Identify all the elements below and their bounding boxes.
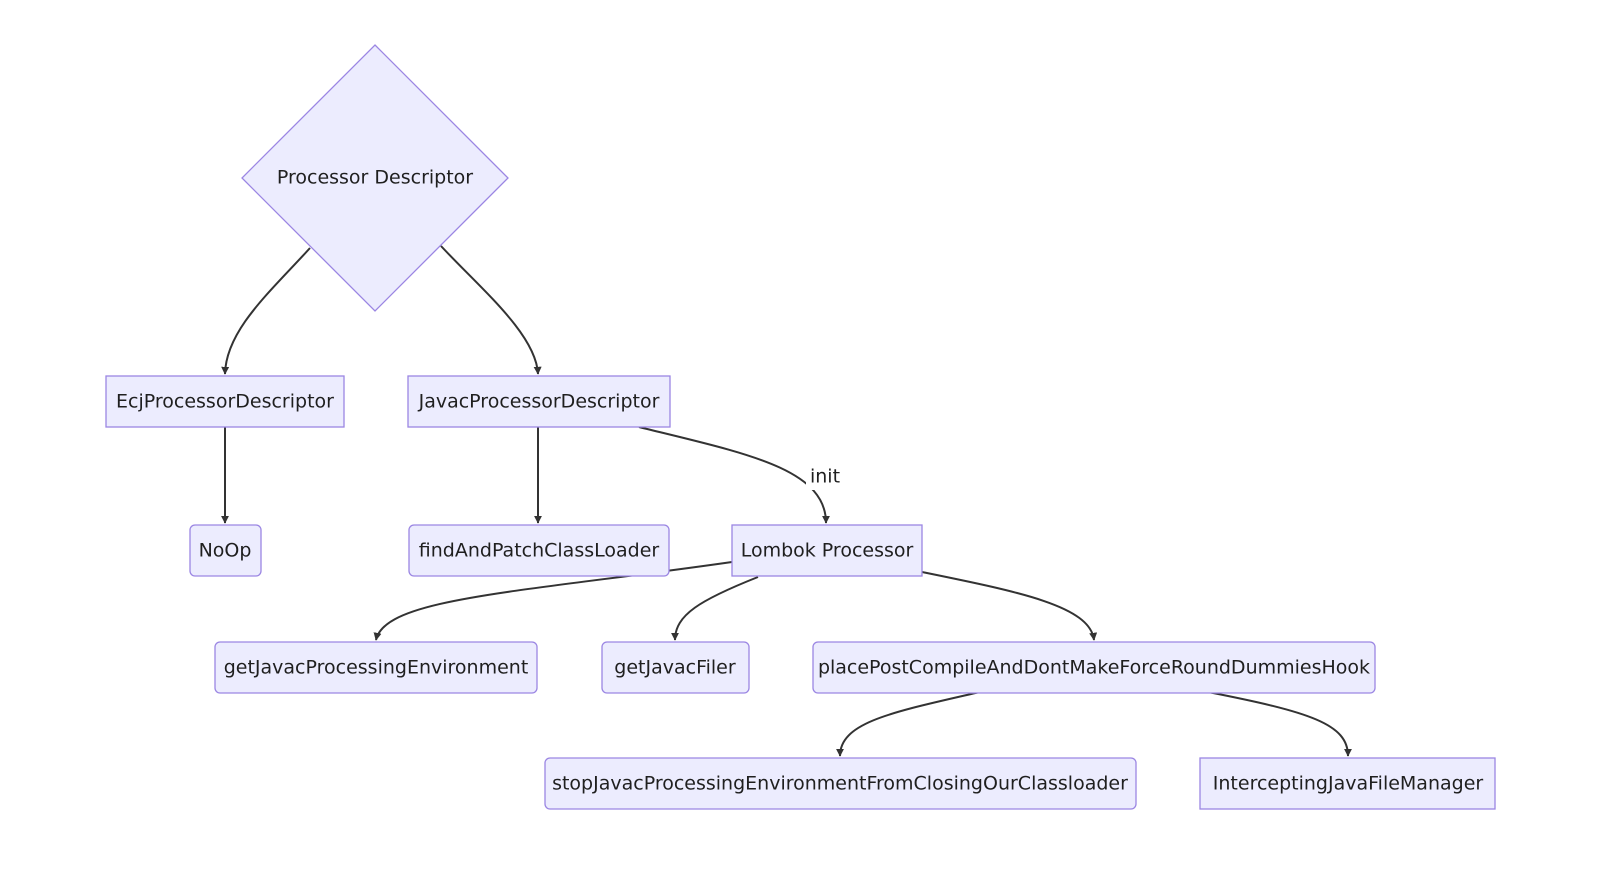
nodes: Processor Descriptor EcjProcessorDescrip…	[105, 44, 1496, 810]
get-javac-processing-environment-node[interactable]	[214, 641, 538, 694]
init-label-background	[806, 464, 844, 490]
init-edge-label: init	[810, 466, 840, 488]
get-javac-filer-label: getJavacFiler	[614, 657, 736, 679]
edge-lombok-to-place-hook	[921, 571, 1098, 641]
find-and-patch-class-loader-node[interactable]	[408, 524, 670, 577]
edge-descriptor-to-javac	[440, 245, 542, 375]
place-post-compile-hook-node[interactable]	[812, 641, 1376, 694]
edge-descriptor-to-ecj	[221, 247, 311, 375]
stop-javac-processing-environment-node[interactable]	[544, 757, 1137, 810]
edge-hook-to-stop-env	[836, 691, 981, 757]
edge-javac-to-lombok	[638, 426, 830, 524]
stop-javac-processing-environment-label: stopJavacProcessingEnvironmentFromClosin…	[552, 773, 1128, 795]
noop-node[interactable]	[189, 524, 262, 577]
processor-descriptor-node[interactable]	[241, 44, 509, 312]
find-and-patch-class-loader-label: findAndPatchClassLoader	[419, 540, 660, 562]
ecj-processor-descriptor-label: EcjProcessorDescriptor	[116, 391, 334, 413]
get-javac-filer-node[interactable]	[601, 641, 750, 694]
javac-processor-descriptor-label: JavacProcessorDescriptor	[418, 391, 660, 413]
get-javac-processing-environment-label: getJavacProcessingEnvironment	[224, 657, 529, 679]
noop-label: NoOp	[199, 540, 252, 562]
javac-processor-descriptor-node[interactable]	[407, 375, 671, 428]
intercepting-java-file-manager-label: InterceptingJavaFileManager	[1213, 773, 1484, 795]
place-post-compile-hook-label: placePostCompileAndDontMakeForceRoundDum…	[818, 657, 1370, 679]
edge-lombok-to-get-filer	[671, 576, 759, 641]
ecj-processor-descriptor-node[interactable]	[105, 375, 345, 428]
edge-hook-to-intercepting	[1207, 691, 1352, 757]
lombok-processor-label: Lombok Processor	[741, 540, 914, 562]
lombok-processor-node[interactable]	[731, 524, 923, 577]
intercepting-java-file-manager-node[interactable]	[1199, 757, 1496, 810]
processor-descriptor-label: Processor Descriptor	[277, 167, 473, 189]
